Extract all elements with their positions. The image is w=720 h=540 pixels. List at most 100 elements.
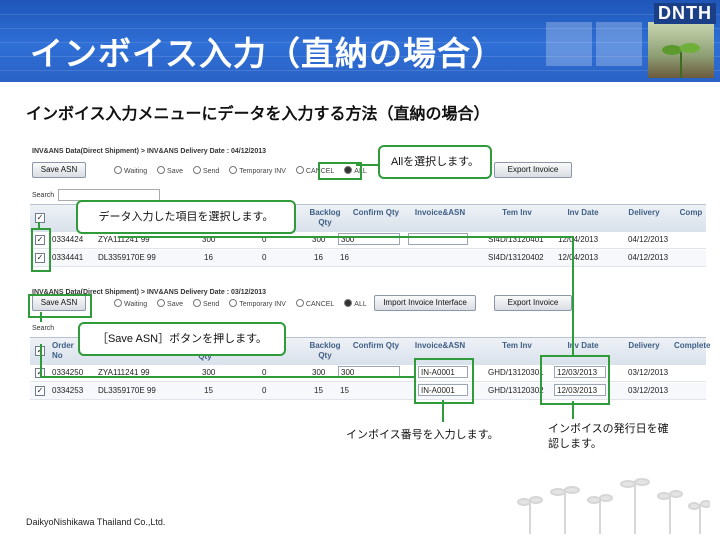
column-header: Order No (52, 341, 74, 360)
shipped-cell: 0 (262, 235, 267, 244)
status-radio-group: Waiting Save Send Temporary INV CANCEL A… (114, 166, 375, 175)
column-header: Inv Date (567, 341, 599, 350)
part-no-cell: DL3359170E 99 (98, 386, 156, 395)
tem-inv-cell: SI4D/13120402 (488, 253, 544, 262)
column-header: Delivery (628, 208, 660, 217)
radio-send[interactable]: Send (192, 166, 219, 175)
column-header: Tem Inv (502, 341, 532, 350)
invoice-asn-input[interactable]: IN-A0001 (418, 366, 468, 378)
delivery-cell: 04/12/2013 (628, 235, 669, 244)
brand-logo: DNTH (654, 3, 716, 24)
connector-line (40, 344, 42, 378)
connector-line (38, 222, 40, 230)
connector-line (356, 164, 378, 166)
import-invoice-interface-button[interactable]: Import Invoice Interface (374, 295, 476, 311)
callout-press-save: ［Save ASN］ボタンを押します。 (78, 322, 286, 356)
order-no-cell: 0334253 (52, 386, 84, 395)
confirm-qty-cell: 16 (340, 253, 349, 262)
inv-date-highlight (540, 355, 610, 405)
column-header: Delivery (628, 341, 660, 350)
column-header: Confirm Qty (352, 341, 400, 350)
column-header: Backlog Qty (309, 208, 341, 227)
toolbar: Save ASN Waiting Save Send Temporary INV… (30, 295, 706, 311)
row-checkbox[interactable]: ✓ (35, 386, 45, 396)
all-radio-highlight (318, 162, 362, 180)
backlog-qty-cell: 300 (312, 235, 326, 244)
confirm-qty-input[interactable]: 300 (338, 233, 400, 245)
export-invoice-button[interactable]: Export Invoice (494, 162, 572, 178)
toolbar: Save ASN Waiting Save Send Temporary INV… (30, 162, 706, 178)
radio-cancel[interactable]: CANCEL (295, 166, 334, 175)
column-header: Tem Inv (502, 208, 532, 217)
inv-date-cell: 12/04/2013 (558, 253, 599, 262)
column-header: Comp (679, 208, 703, 217)
inv-date-input[interactable]: 12/03/2013 (554, 366, 606, 378)
slide-header: インボイス入力（直納の場合） DNTH (0, 0, 720, 82)
delivery-cell: 03/12/2013 (628, 386, 669, 395)
tem-inv-cell: SI4D/13120401 (488, 235, 544, 244)
row-checkbox[interactable]: ✓ (35, 235, 45, 245)
radio-temporary-inv[interactable]: Temporary INV (229, 166, 286, 175)
page-subtitle: インボイス入力メニューにデータを入力する方法（直納の場合） (26, 106, 490, 123)
search-label: Search (32, 192, 55, 199)
tem-inv-cell: GHD/13120301 (488, 368, 544, 377)
connector-line (442, 400, 444, 422)
confirm-qty-cell: 15 (340, 386, 349, 395)
row-checkbox[interactable]: ✓ (35, 253, 45, 263)
shipped-cell: 0 (262, 386, 267, 395)
callout-select-items: データ入力した項目を選択します。 (76, 200, 296, 234)
radio-all[interactable]: ALL (344, 299, 367, 308)
order-no-cell: 0334441 (52, 253, 84, 262)
connector-line (572, 238, 574, 356)
shipped-cell: 0 (262, 368, 267, 377)
part-no-cell: ZYA111241 99 (98, 368, 150, 377)
qty-cell: 16 (204, 253, 213, 262)
connector-line (40, 376, 416, 378)
callout-enter-invoice: インボイス番号を入力します。 (346, 429, 499, 441)
breadcrumb: INV&ANS Data(Direct Shipment) > INV&ANS … (32, 289, 266, 296)
radio-temporary-inv[interactable]: Temporary INV (229, 299, 286, 308)
column-header: Invoice&ASN (414, 341, 466, 350)
select-all-checkbox[interactable]: ✓ (35, 213, 45, 223)
order-no-cell: 0334250 (52, 368, 84, 377)
search-label: Search (32, 325, 55, 332)
status-radio-group: Waiting Save Send Temporary INV CANCEL A… (114, 299, 375, 308)
inv-date-cell: 12/04/2013 (558, 235, 599, 244)
radio-save[interactable]: Save (157, 299, 183, 308)
table-row[interactable]: ✓ 0334441 DL3359170E 99 16 0 16 16 SI4D/… (30, 250, 706, 267)
connector-line (118, 236, 574, 238)
invoice-asn-input[interactable]: IN-A0001 (418, 384, 468, 396)
page-title: インボイス入力（直納の場合） (30, 35, 506, 72)
radio-send[interactable]: Send (192, 299, 219, 308)
part-no-cell: DL3359170E 99 (98, 253, 156, 262)
invoice-input-highlight (414, 358, 474, 404)
export-invoice-button[interactable]: Export Invoice (494, 295, 572, 311)
invoice-asn-input[interactable] (408, 233, 468, 245)
backlog-qty-cell: 300 (312, 368, 326, 377)
row-checkbox-highlight (31, 228, 51, 272)
shipped-cell: 0 (262, 253, 267, 262)
delivery-cell: 04/12/2013 (628, 253, 669, 262)
callout-select-all: Allを選択します。 (378, 145, 492, 179)
qty-cell: 300 (202, 235, 216, 244)
radio-waiting[interactable]: Waiting (114, 299, 147, 308)
column-header: Qty (198, 352, 212, 361)
table-row[interactable]: ✓ 0334424 ZYA111241 99 300 0 300 300 SI4… (30, 232, 706, 249)
delivery-cell: 03/12/2013 (628, 368, 669, 377)
save-asn-button[interactable]: Save ASN (32, 162, 86, 178)
connector-line (572, 401, 574, 419)
radio-waiting[interactable]: Waiting (114, 166, 147, 175)
part-no-cell: ZYA111241 99 (98, 235, 150, 244)
qty-cell: 15 (204, 386, 213, 395)
inv-date-input[interactable]: 12/03/2013 (554, 384, 606, 396)
breadcrumb: INV&ANS Data(Direct Shipment) > INV&ANS … (32, 148, 266, 155)
tem-inv-cell: GHD/13120302 (488, 386, 544, 395)
column-header: Confirm Qty (352, 208, 400, 217)
sprout-decoration (517, 478, 710, 534)
backlog-qty-cell: 16 (314, 253, 323, 262)
radio-cancel[interactable]: CANCEL (295, 299, 334, 308)
backlog-qty-cell: 15 (314, 386, 323, 395)
radio-save[interactable]: Save (157, 166, 183, 175)
table-row[interactable]: ✓ 0334253 DL3359170E 99 15 0 15 15 IN-A0… (30, 383, 706, 400)
company-footer: DaikyoNishikawa Thailand Co.,Ltd. (26, 517, 166, 527)
